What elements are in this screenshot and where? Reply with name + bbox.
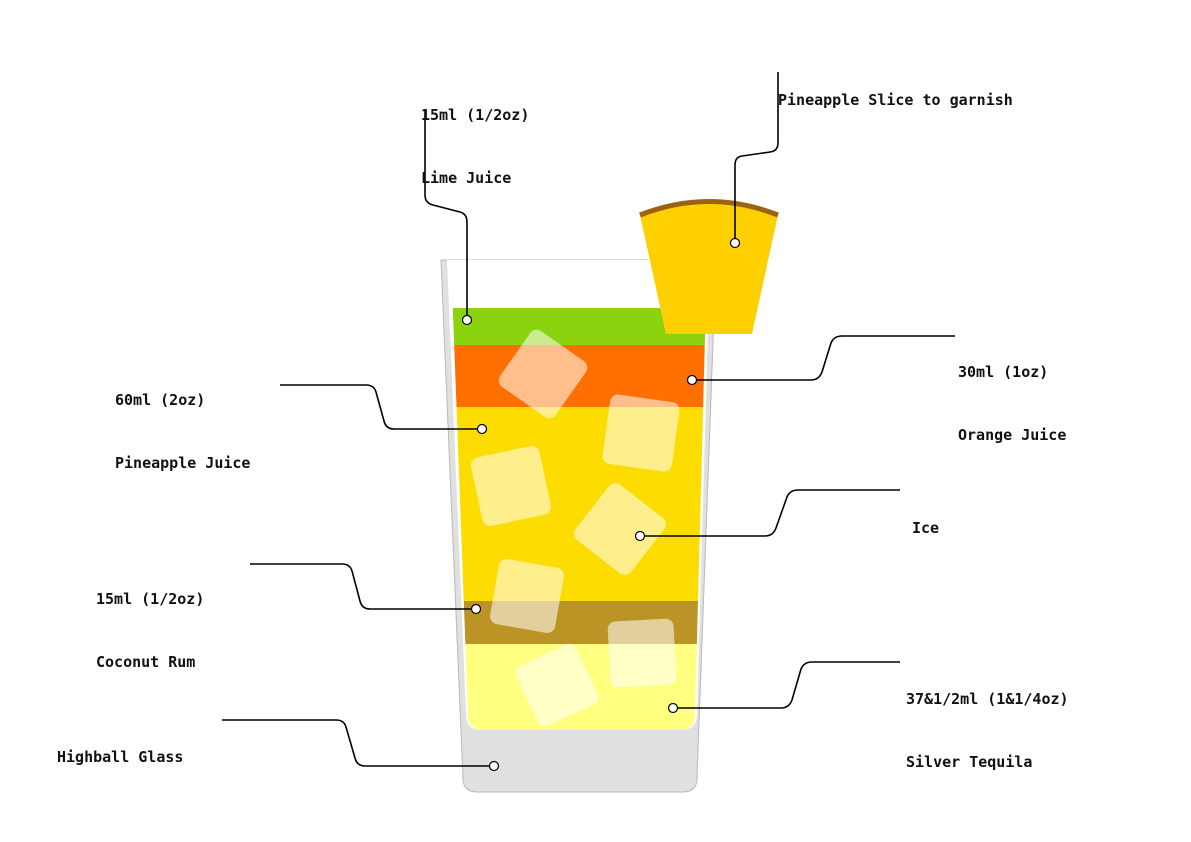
leader-line-lime-juice — [424, 110, 468, 320]
pineapple-flesh — [640, 201, 778, 334]
anchor-dot-coconut-rum — [470, 603, 482, 615]
label-pineapple-juice-amount: 60ml (2oz) — [115, 391, 206, 409]
liquid-layers — [451, 308, 707, 730]
label-lime-juice-name: Lime Juice — [421, 169, 512, 187]
anchor-dot-ice — [634, 530, 646, 542]
leader-line-orange-juice — [692, 335, 955, 381]
ice-cubes — [470, 329, 680, 727]
anchor-dot-highball-glass — [488, 760, 500, 772]
label-silver-tequila-amount: 37&1/2ml (1&1/4oz) — [906, 690, 1069, 708]
leader-line-highball-glass — [222, 719, 494, 767]
layer-coconut-rum — [451, 601, 707, 644]
leader-line-ice — [640, 489, 900, 537]
label-lime-juice-amount: 15ml (1/2oz) — [421, 106, 530, 124]
pineapple-slice — [639, 199, 779, 334]
anchor-dot-silver-tequila — [667, 702, 679, 714]
label-highball-glass: Highball Glass — [57, 705, 183, 789]
label-orange-juice-amount: 30ml (1oz) — [958, 363, 1049, 381]
label-orange-juice-name: Orange Juice — [958, 426, 1067, 444]
label-pineapple-juice-name: Pineapple Juice — [115, 454, 251, 472]
ice-cube — [602, 394, 680, 472]
leader-line-pineapple-juice — [280, 384, 482, 430]
label-silver-tequila-name: Silver Tequila — [906, 753, 1033, 771]
ice-cube — [607, 618, 677, 688]
anchor-dots — [461, 237, 741, 772]
anchor-dot-pineapple-slice — [729, 237, 741, 249]
label-silver-tequila: 37&1/2ml (1&1/4oz) Silver Tequila — [906, 647, 1069, 794]
label-pineapple-juice: 60ml (2oz) Pineapple Juice — [115, 348, 250, 495]
label-pineapple-slice: Pineapple Slice to garnish — [778, 48, 1013, 132]
leader-lines — [222, 72, 955, 767]
ice-cube — [490, 559, 564, 633]
label-coconut-rum: 15ml (1/2oz) Coconut Rum — [96, 547, 204, 694]
anchor-dot-orange-juice — [686, 374, 698, 386]
leader-line-pineapple-slice — [734, 72, 779, 243]
label-orange-juice: 30ml (1oz) Orange Juice — [958, 320, 1066, 467]
leader-line-silver-tequila — [673, 661, 900, 709]
pineapple-rind — [639, 199, 779, 218]
ice-cube — [498, 329, 588, 419]
anchor-dot-lime-juice — [461, 314, 473, 326]
label-coconut-rum-name: Coconut Rum — [96, 653, 196, 671]
ice-cube — [574, 483, 666, 575]
label-pineapple-slice-name: Pineapple Slice to garnish — [778, 91, 1013, 109]
label-lime-juice: 15ml (1/2oz) Lime Juice — [421, 63, 529, 210]
label-highball-glass-name: Highball Glass — [57, 748, 184, 766]
anchor-dot-pineapple-juice — [476, 423, 488, 435]
ice-cube — [470, 445, 552, 527]
ice-cube — [515, 643, 599, 727]
leader-line-coconut-rum — [250, 563, 476, 610]
label-ice-name: Ice — [912, 519, 940, 537]
label-ice: Ice — [912, 476, 939, 560]
label-coconut-rum-amount: 15ml (1/2oz) — [96, 590, 205, 608]
